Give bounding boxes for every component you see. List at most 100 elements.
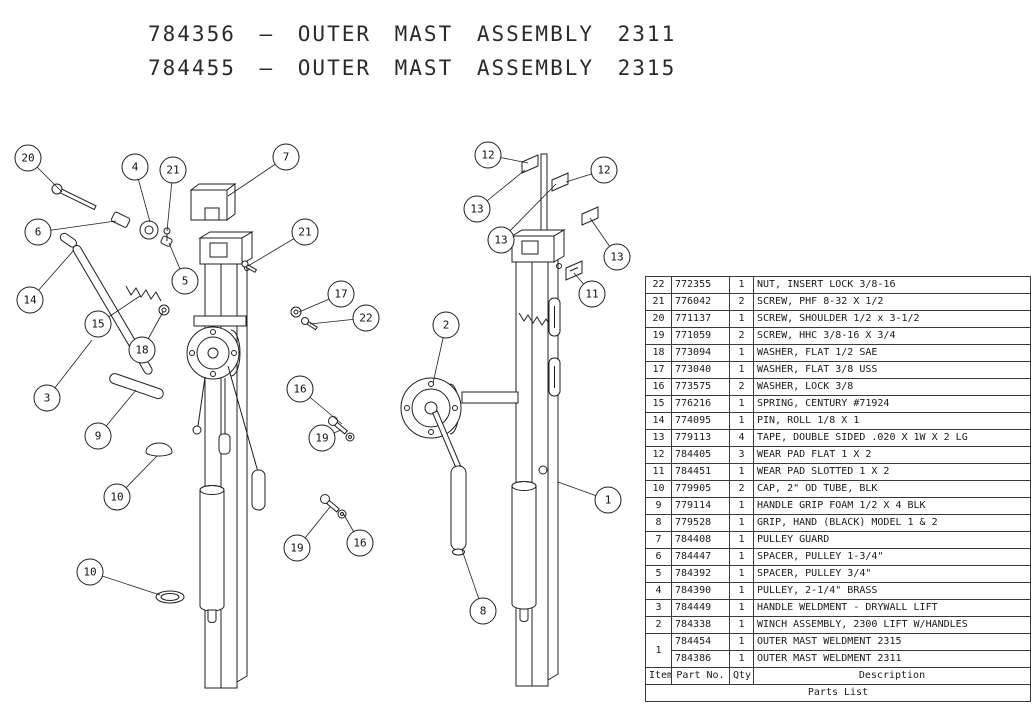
svg-text:18: 18 [135, 344, 148, 357]
svg-text:13: 13 [470, 203, 483, 216]
cell-description: SCREW, HHC 3/8-16 X 3/4 [753, 327, 1031, 345]
cell-item: 12 [645, 446, 672, 464]
cell-qty: 2 [729, 327, 754, 345]
cell-item: 14 [645, 412, 672, 430]
cell-qty: 2 [729, 293, 754, 311]
cell-description: OUTER MAST WELDMENT 2311 [753, 650, 1031, 668]
cell-description: TAPE, DOUBLE SIDED .020 X 1W X 2 LG [753, 429, 1031, 447]
cylinder-right [511, 481, 537, 622]
cell-part-no: 784408 [671, 531, 730, 549]
cell-part-no: 773575 [671, 378, 730, 396]
cell-item: 16 [645, 378, 672, 396]
cell-item: 10 [645, 480, 672, 498]
cell-item: 22 [645, 276, 672, 294]
sheet-title-line-2: 784455 – OUTER MAST ASSEMBLY 2315 [148, 56, 677, 80]
cell-part-no: 784392 [671, 565, 730, 583]
cell-description: NUT, INSERT LOCK 3/8-16 [753, 276, 1031, 294]
foam-grip [109, 373, 164, 400]
cell-part-no: 776042 [671, 293, 730, 311]
cell-item: 1 [645, 633, 672, 668]
cell-part-no: 779114 [671, 497, 730, 515]
svg-text:17: 17 [334, 288, 347, 301]
cell-part-no: 771137 [671, 310, 730, 328]
cell-part-no: 784447 [671, 548, 730, 566]
cell-item: 8 [645, 514, 672, 532]
svg-text:2: 2 [443, 319, 450, 332]
svg-text:21: 21 [298, 226, 311, 239]
cell-description: WASHER, FLAT 1/2 SAE [753, 344, 1031, 362]
header-description: Description [753, 667, 1031, 685]
callout-balloon-10: 10 [103, 483, 131, 511]
callout-balloon-6: 6 [24, 218, 52, 246]
svg-text:9: 9 [95, 430, 102, 443]
callout-balloon-11: 11 [578, 280, 606, 308]
cell-description: SCREW, SHOULDER 1/2 x 3-1/2 [753, 310, 1031, 328]
cell-part-no: 784451 [671, 463, 730, 481]
cell-description: WEAR PAD SLOTTED 1 X 2 [753, 463, 1031, 481]
callout-balloon-13: 13 [463, 195, 491, 223]
svg-text:16: 16 [293, 383, 306, 396]
callout-balloon-14: 14 [16, 286, 44, 314]
pulley-guard [189, 183, 237, 221]
cell-part-no: 784405 [671, 446, 730, 464]
cell-qty: 1 [729, 582, 754, 600]
cell-qty: 1 [729, 395, 754, 413]
screws-mid [320, 416, 355, 519]
cell-part-no: 784386 [671, 650, 730, 668]
cell-part-no: 773040 [671, 361, 730, 379]
cell-description: WINCH ASSEMBLY, 2300 LIFT W/HANDLES [753, 616, 1031, 634]
cell-item: 19 [645, 327, 672, 345]
cell-item: 18 [645, 344, 672, 362]
callout-balloon-22: 22 [352, 304, 380, 332]
cell-qty: 1 [729, 310, 754, 328]
svg-text:22: 22 [359, 312, 372, 325]
callout-balloon-15: 15 [84, 310, 112, 338]
cell-item: 4 [645, 582, 672, 600]
handle-weldment [59, 232, 164, 400]
callout-balloon-13: 13 [603, 243, 631, 271]
cell-item: 15 [645, 395, 672, 413]
wear-pads [521, 154, 599, 281]
cell-description: OUTER MAST WELDMENT 2315 [753, 633, 1031, 651]
cell-qty: 1 [729, 497, 754, 515]
cell-description: SPRING, CENTURY #71924 [753, 395, 1031, 413]
callout-balloon-2: 2 [432, 311, 460, 339]
parts-list-caption-row: Parts List [645, 684, 1031, 702]
cell-item: 20 [645, 310, 672, 328]
callout-balloon-13: 13 [487, 226, 515, 254]
cell-qty: 1 [729, 344, 754, 362]
cell-item: 2 [645, 616, 672, 634]
cell-description: SPACER, PULLEY 3/4" [753, 565, 1031, 583]
cell-item: 7 [645, 531, 672, 549]
cell-part-no: 774095 [671, 412, 730, 430]
callout-balloon-7: 7 [272, 143, 300, 171]
cell-part-no: 772355 [671, 276, 730, 294]
callout-balloon-21: 21 [291, 218, 319, 246]
svg-text:12: 12 [597, 164, 610, 177]
cell-item: 5 [645, 565, 672, 583]
svg-text:21: 21 [166, 164, 179, 177]
cell-part-no: 776216 [671, 395, 730, 413]
callout-balloon-3: 3 [33, 384, 61, 412]
callout-balloon-19: 19 [308, 424, 336, 452]
cell-qty: 4 [729, 429, 754, 447]
parts-list-caption: Parts List [645, 684, 1031, 702]
cell-qty: 1 [729, 548, 754, 566]
cell-part-no: 779528 [671, 514, 730, 532]
cell-part-no: 784390 [671, 582, 730, 600]
svg-text:8: 8 [480, 605, 487, 618]
cell-qty: 1 [729, 650, 754, 668]
cell-item: 3 [645, 599, 672, 617]
